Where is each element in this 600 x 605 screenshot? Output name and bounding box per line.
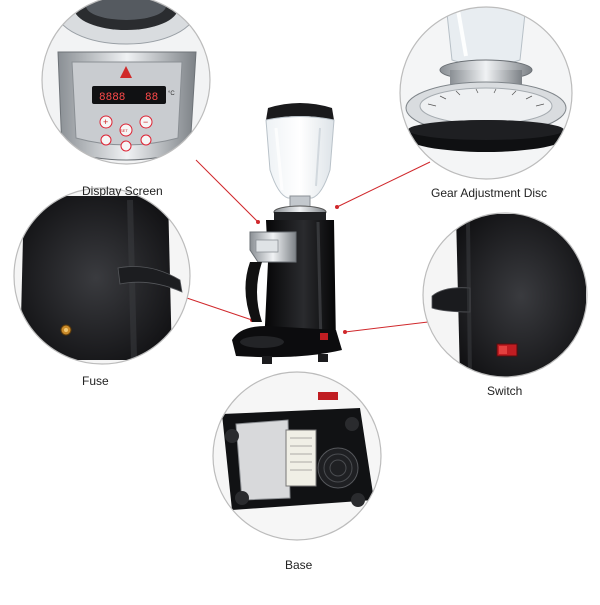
led-digits-right: 88 (145, 92, 158, 104)
label-display-screen: Display Screen (82, 184, 163, 198)
coffee-grinder (232, 103, 342, 364)
portafilter-fork (245, 262, 262, 322)
detail-switch (422, 212, 588, 378)
panel-plus-label: + (103, 117, 108, 127)
panel-set-label: SET (120, 128, 128, 133)
led-unit: °C (168, 91, 175, 97)
panel-minus-button (139, 115, 153, 129)
panel-set-button (119, 123, 133, 137)
label-switch: Switch (487, 384, 523, 398)
detail-fuse (13, 187, 191, 365)
detail-base (212, 371, 382, 541)
detail-display-screen: 8888 88 °C + SET − (41, 0, 211, 165)
power-switch (320, 333, 328, 340)
detail-gear-adjustment-disc (399, 6, 573, 180)
leader-line-switch (344, 321, 429, 333)
panel-minus-label: − (143, 117, 148, 127)
warning-triangle-icon (120, 66, 132, 78)
label-base: Base (285, 558, 313, 572)
panel-plus-button (99, 115, 113, 129)
leader-line-fuse (177, 294, 253, 321)
leader-dot-display (256, 220, 260, 224)
leader-line-gear (336, 161, 431, 208)
hopper-lid (266, 103, 334, 120)
leader-line-display (195, 159, 259, 223)
drip-tray (232, 326, 342, 358)
led-digits-left: 8888 (99, 92, 125, 104)
led-display-window (92, 86, 166, 104)
grinder-foot (262, 356, 272, 364)
leader-dot-gear (335, 205, 339, 209)
leader-dot-switch (343, 330, 347, 334)
label-fuse: Fuse (82, 374, 109, 388)
label-gear-adjustment-disc: Gear Adjustment Disc (431, 186, 548, 200)
